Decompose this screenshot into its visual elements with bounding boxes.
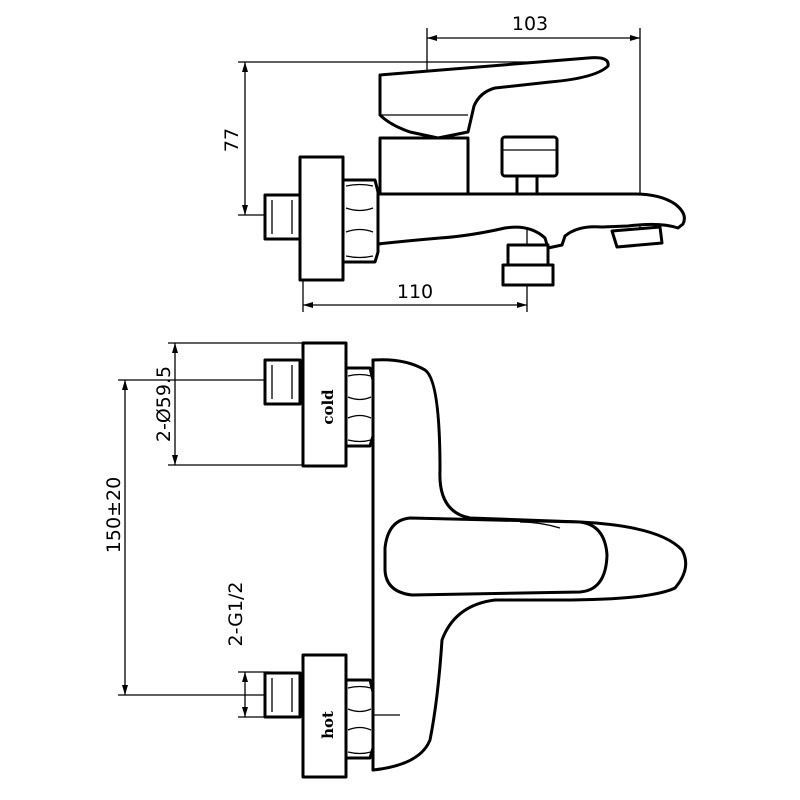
- dim-length-110-label: 110: [397, 281, 433, 303]
- side-view: 103 77 50 110: [221, 13, 686, 312]
- hot-label: hot: [319, 711, 337, 739]
- cold-inlet-pipe: [263, 358, 302, 406]
- hex-nut: [341, 178, 380, 264]
- dim-centers-label: 150±20: [103, 477, 125, 553]
- hot-inlet-pipe: [263, 671, 302, 719]
- hot-inlet: hot: [263, 653, 400, 779]
- dim-width-103-label: 103: [512, 13, 548, 35]
- cold-label: cold: [319, 389, 337, 425]
- cold-hex-nut: [344, 366, 375, 448]
- shower-outlet-connector: [501, 243, 555, 287]
- faucet-body: [376, 192, 686, 250]
- cartridge-housing: [378, 136, 470, 196]
- dim-thread-label: 2-G1/2: [225, 582, 247, 647]
- cold-inlet: cold: [263, 341, 375, 468]
- dim-thread: 2-G1/2: [225, 582, 270, 718]
- cold-flange: [301, 341, 348, 468]
- aerator: [610, 225, 664, 249]
- dim-height-77-label: 77: [221, 128, 243, 152]
- front-view: 2-Ø59.5 150±20 2-G1/2: [103, 341, 688, 779]
- dim-flange-diameter-label: 2-Ø59.5: [153, 366, 175, 442]
- hot-hex-nut: [344, 678, 375, 760]
- dim-width-103: 103: [426, 13, 641, 240]
- wall-flange: [298, 155, 345, 282]
- diverter-knob: [500, 135, 559, 196]
- front-lever-handle: [383, 516, 609, 597]
- inlet-pipe: [263, 193, 302, 241]
- lever-handle: [378, 56, 610, 140]
- dim-flange-diameter: 2-Ø59.5: [153, 342, 305, 466]
- hot-flange: [301, 653, 348, 779]
